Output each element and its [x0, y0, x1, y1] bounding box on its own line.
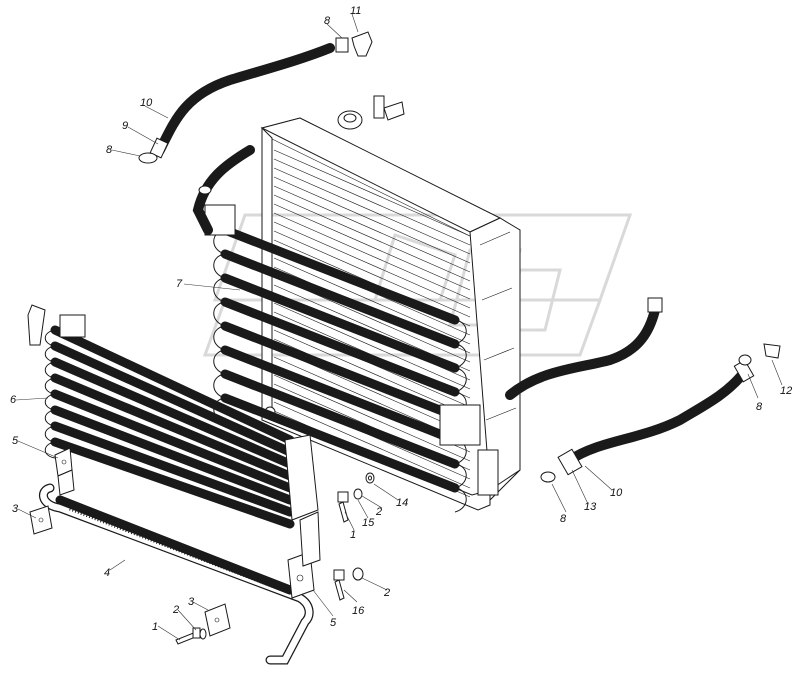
callout-c10b: 10 — [610, 487, 623, 499]
callout-c6: 6 — [10, 394, 17, 406]
callout-c8a: 8 — [324, 15, 331, 27]
callout-c13: 13 — [584, 501, 597, 513]
clamp-left — [29, 505, 53, 535]
callout-c9: 9 — [122, 120, 128, 132]
callout-c5a: 5 — [12, 435, 19, 447]
callout-c8d: 8 — [756, 401, 763, 413]
callout-c10a: 10 — [140, 97, 153, 109]
clamp-bottom — [204, 603, 231, 637]
callout-c2c: 2 — [375, 506, 382, 518]
callout-c2a: 2 — [172, 604, 179, 616]
oil-cooler-lower — [27, 304, 319, 529]
bracket-right — [287, 511, 321, 599]
callout-c15: 15 — [362, 517, 375, 529]
connector-hose-left — [192, 145, 255, 235]
bolt-lower-left — [175, 627, 207, 645]
callout-c3a: 3 — [12, 503, 19, 515]
callout-c5b: 5 — [330, 617, 337, 629]
oil-tube — [39, 483, 314, 665]
callout-c14: 14 — [396, 497, 408, 509]
callout-c8b: 8 — [106, 144, 113, 156]
callout-c8c: 8 — [560, 513, 567, 525]
callout-c3b: 3 — [188, 596, 195, 608]
upper-hose — [138, 31, 405, 164]
callout-c11: 11 — [350, 5, 361, 17]
callout-c2b: 2 — [383, 587, 390, 599]
callout-c16: 16 — [352, 605, 365, 617]
callout-c1b: 1 — [350, 529, 356, 541]
callout-c7: 7 — [176, 278, 183, 290]
callout-c4: 4 — [104, 567, 110, 579]
callout-c12: 12 — [780, 385, 792, 397]
right-hose-upper — [505, 297, 663, 400]
callout-c1a: 1 — [152, 621, 158, 633]
bracket-left — [54, 447, 75, 496]
right-hose-lower — [540, 343, 781, 483]
leader-lines — [15, 13, 783, 641]
bolt-lower-right — [333, 567, 364, 601]
bolt-mid — [337, 472, 375, 523]
oil-cooler-upper — [204, 204, 481, 513]
